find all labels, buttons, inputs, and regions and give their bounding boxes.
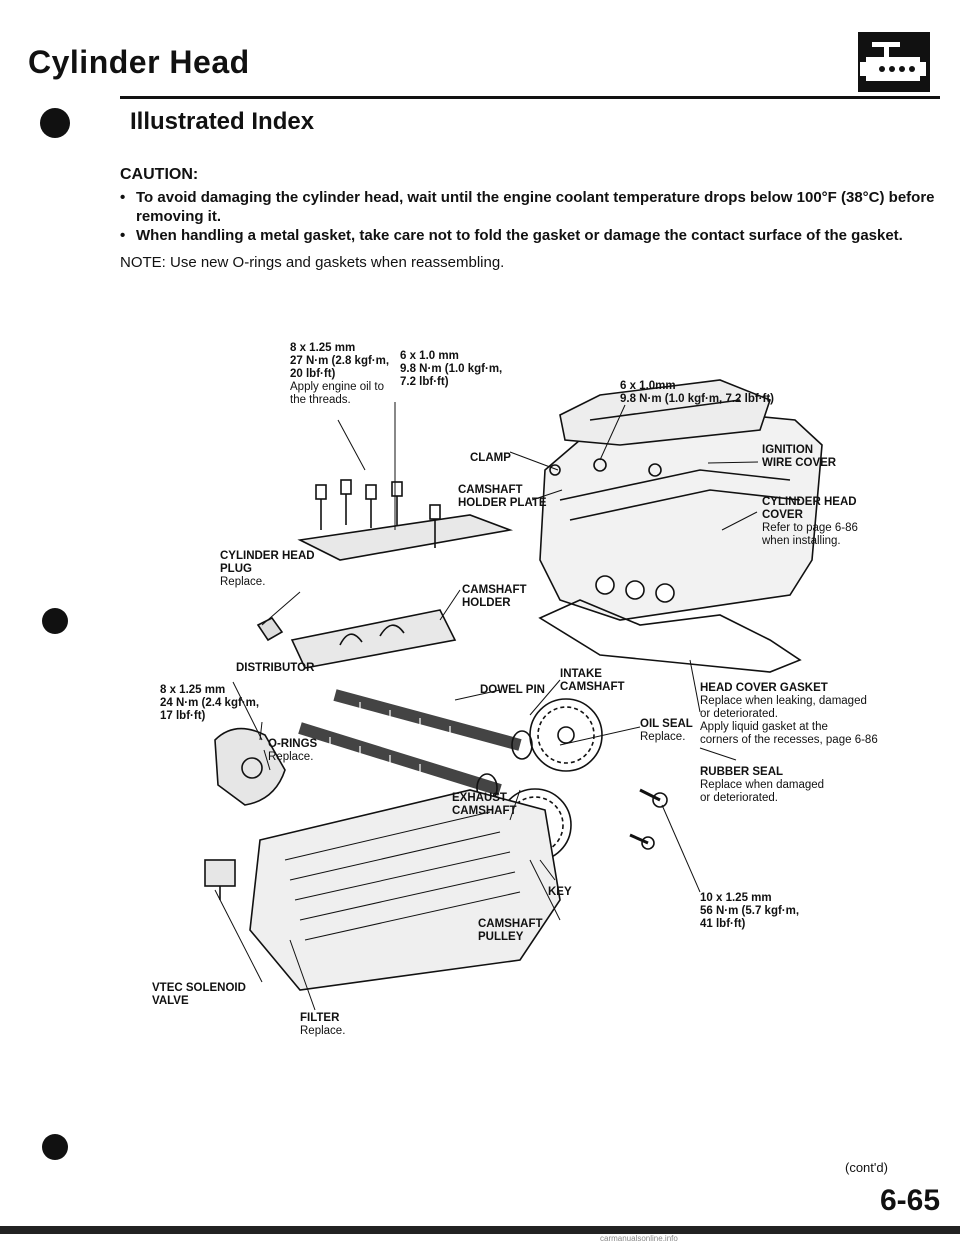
section-subtitle: Illustrated Index: [130, 108, 315, 135]
continued-label: (cont'd): [845, 1160, 888, 1175]
caution-item-1: To avoid damaging the cylinder head, wai…: [136, 189, 935, 225]
filter-label: FILTER: [300, 1012, 340, 1024]
bolt-spec-note: Apply engine oil to the threads.: [290, 381, 384, 406]
camshaft-holder-plate-label: CAMSHAFT HOLDER PLATE: [458, 484, 547, 509]
ignition-wire-cover-label: IGNITION WIRE COVER: [762, 444, 837, 469]
page-number: 6-65: [880, 1184, 941, 1217]
bolt-spec-label: 8 x 1.25 mm 27 N·m (2.8 kgf·m, 20 lbf·ft…: [290, 342, 390, 380]
note-text: NOTE: Use new O-rings and gaskets when r…: [120, 254, 505, 271]
key-label: KEY: [548, 886, 572, 898]
head-cover-gasket-note: Replace when leaking, damaged or deterio…: [700, 695, 878, 746]
intake-camshaft-label: INTAKE CAMSHAFT: [560, 668, 625, 693]
oil-seal-note: Replace.: [640, 731, 686, 743]
cylinder-head-plug-label: CYLINDER HEAD PLUG: [220, 550, 315, 575]
caution-heading: CAUTION:: [120, 166, 199, 183]
watermark: carmanualsonline.info: [600, 1234, 678, 1243]
head-cover-gasket-label: HEAD COVER GASKET: [700, 682, 828, 694]
bolt-spec-label: 6 x 1.0 mm 9.8 N·m (1.0 kgf·m, 7.2 lbf·f…: [400, 350, 503, 388]
camshaft-pulley-label: CAMSHAFT PULLEY: [478, 918, 543, 943]
cylinder-head-cover-label: CYLINDER HEAD COVER: [762, 496, 857, 521]
bolt-spec-label: 8 x 1.25 mm 24 N·m (2.4 kgf·m, 17 lbf·ft…: [160, 684, 260, 722]
rubber-seal-note: Replace when damaged or deteriorated.: [700, 779, 825, 804]
caution-item-2: When handling a metal gasket, take care …: [136, 227, 903, 244]
o-rings-note: Replace.: [268, 751, 314, 763]
exhaust-camshaft-label: EXHAUST CAMSHAFT: [452, 792, 517, 817]
dowel-pin-label: DOWEL PIN: [480, 684, 545, 696]
camshaft-holder-label: CAMSHAFT HOLDER: [462, 584, 527, 609]
cylinder-head-cover-note: Refer to page 6-86 when installing.: [762, 522, 858, 547]
margin-dot-icon: [42, 608, 68, 634]
section-bullet-icon: [40, 108, 70, 138]
filter-note: Replace.: [300, 1025, 346, 1037]
engine-section-icon: [858, 32, 930, 92]
vtec-solenoid-label: VTEC SOLENOID VALVE: [152, 982, 246, 1007]
oil-seal-label: OIL SEAL: [640, 718, 693, 730]
bolt-spec-label: 6 x 1.0mm 9.8 N·m (1.0 kgf·m, 7.2 lbf·ft…: [620, 380, 774, 405]
page-title: Cylinder Head: [28, 44, 250, 80]
clamp-label: CLAMP: [470, 452, 511, 464]
distributor-label: DISTRIBUTOR: [236, 662, 315, 674]
cylinder-head-plug-note: Replace.: [220, 576, 266, 588]
title-rule: [120, 96, 940, 99]
bolt-spec-label: 10 x 1.25 mm 56 N·m (5.7 kgf·m, 41 lbf·f…: [700, 892, 800, 930]
margin-dot-icon: [42, 1134, 68, 1160]
o-rings-label: O-RINGS: [268, 738, 318, 750]
footer-bar: [0, 1226, 960, 1234]
caution-bullet-icon: •: [120, 227, 126, 244]
rubber-seal-label: RUBBER SEAL: [700, 766, 784, 778]
caution-bullet-icon: •: [120, 189, 126, 206]
